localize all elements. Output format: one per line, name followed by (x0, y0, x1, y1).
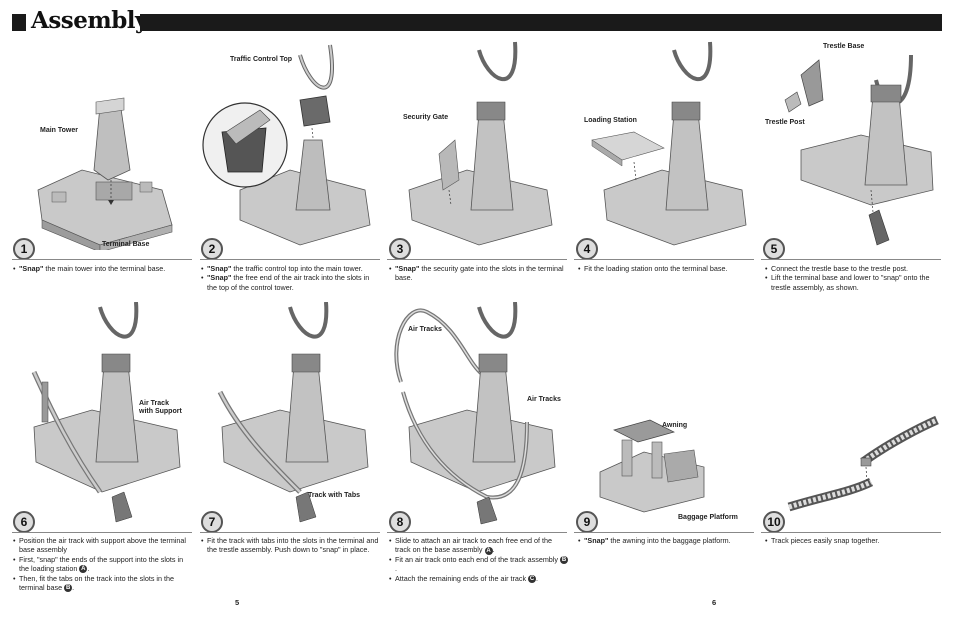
step-5-number: 5 (763, 238, 785, 260)
step-8-instruction-2: Fit an air track onto each end of the tr… (389, 555, 569, 574)
marker-a-2: A (484, 546, 493, 555)
step-2-divider (200, 259, 380, 260)
label-air-track: Air Track (139, 400, 169, 407)
label-with-support: with Support (139, 408, 182, 415)
label-air-tracks-left: Air Tracks (408, 326, 442, 333)
step-7: Track with Tabs 7 (200, 302, 382, 533)
step-3-illustration (387, 40, 569, 250)
step-8-number: 8 (389, 511, 411, 533)
step-10-divider (761, 532, 941, 533)
step-1-number: 1 (13, 238, 35, 260)
step-3-number: 3 (389, 238, 411, 260)
step-8: Air Tracks Air Tracks 8 (387, 302, 569, 533)
step-5-instructions: Connect the trestle base to the trestle … (765, 264, 943, 292)
header-left-bar (12, 14, 26, 31)
step-9-number: 9 (576, 511, 598, 533)
label-baggage-platform: Baggage Platform (678, 514, 738, 521)
step-9: Awning Baggage Platform 9 (574, 302, 756, 533)
label-traffic-control-top: Traffic Control Top (230, 56, 293, 63)
step-8-illustration (387, 302, 569, 527)
step-1-illustration (12, 40, 194, 250)
step-8-instructions: Slide to attach an air track to each fre… (389, 536, 569, 583)
step-7-instructions: Fit the track with tabs into the slots i… (201, 536, 381, 555)
step-3-instructions: "Snap" the security gate into the slots … (389, 264, 569, 283)
step-10: 10 (761, 302, 943, 533)
step-1-divider (12, 259, 192, 260)
step-6-instruction-1: Position the air track with support abov… (13, 536, 193, 555)
page-number-left: 5 (235, 598, 240, 607)
step-9-instructions: "Snap" the awning into the baggage platf… (578, 536, 758, 546)
step-4-divider (574, 259, 754, 260)
label-terminal-base: Terminal Base (102, 241, 150, 248)
step-4: Loading Station 4 (574, 40, 756, 260)
label-main-tower: Main Tower (40, 127, 78, 134)
step-8-instruction-3: Attach the remaining ends of the air tra… (389, 574, 569, 584)
step-10-illustration (761, 302, 943, 527)
step-4-illustration (574, 40, 756, 250)
step-6-instructions: Position the air track with support abov… (13, 536, 193, 593)
label-track-with-tabs: Track with Tabs (308, 492, 360, 499)
step-6-instruction-3: Then, fit the tabs on the track into the… (13, 574, 193, 593)
step-5-illustration (761, 40, 943, 250)
marker-a: A (79, 565, 88, 574)
step-6: Air Track with Support 6 (12, 302, 194, 533)
page-number-right: 6 (712, 598, 717, 607)
marker-c: C (528, 574, 537, 583)
step-7-number: 7 (201, 511, 223, 533)
step-10-number: 10 (763, 511, 785, 533)
step-6-illustration (12, 302, 194, 527)
label-loading-station: Loading Station (584, 117, 637, 124)
step-4-instruction-1: Fit the loading station onto the termina… (578, 264, 758, 274)
label-trestle-base: Trestle Base (823, 43, 865, 50)
step-8-instruction-1: Slide to attach an air track to each fre… (389, 536, 569, 555)
step-5: Trestle Base Trestle Post 5 (761, 40, 943, 260)
step-2-number: 2 (201, 238, 223, 260)
step-6-divider (12, 532, 192, 533)
step-5-instruction-2: Lift the terminal base and lower to "sna… (765, 273, 943, 292)
step-3-instruction-1: "Snap" the security gate into the slots … (389, 264, 569, 283)
step-7-illustration (200, 302, 382, 527)
step-9-divider (574, 532, 754, 533)
step-4-instructions: Fit the loading station onto the termina… (578, 264, 758, 274)
step-1: Main Tower Terminal Base 1 (12, 40, 194, 260)
step-6-instruction-2: First, "snap" the ends of the support in… (13, 555, 193, 574)
step-3-divider (387, 259, 567, 260)
step-5-instruction-1: Connect the trestle base to the trestle … (765, 264, 943, 274)
step-2-instruction-2: "Snap" the free end of the air track int… (201, 273, 381, 292)
step-10-instructions: Track pieces easily snap together. (765, 536, 943, 546)
step-2-illustration (200, 40, 382, 250)
step-7-divider (200, 532, 380, 533)
step-10-instruction-1: Track pieces easily snap together. (765, 536, 943, 546)
page-header: Assembly (12, 7, 942, 34)
step-1-instructions: "Snap" the main tower into the terminal … (13, 264, 193, 274)
label-air-tracks-right: Air Tracks (527, 396, 561, 403)
step-8-divider (387, 532, 567, 533)
step-9-instruction-1: "Snap" the awning into the baggage platf… (578, 536, 758, 546)
step-9-illustration (574, 302, 756, 527)
label-security-gate: Security Gate (403, 114, 449, 121)
step-2: Traffic Control Top 2 (200, 40, 382, 260)
step-1-instruction-1: "Snap" the main tower into the terminal … (13, 264, 193, 274)
step-6-number: 6 (13, 511, 35, 533)
step-2-instructions: "Snap" the traffic control top into the … (201, 264, 381, 292)
header-right-bar (140, 14, 942, 31)
step-3: Security Gate 3 (387, 40, 569, 260)
step-2-instruction-1: "Snap" the traffic control top into the … (201, 264, 381, 274)
label-awning: Awning (662, 422, 688, 429)
step-5-divider (761, 259, 941, 260)
step-7-instruction-1: Fit the track with tabs into the slots i… (201, 536, 381, 555)
marker-b-2: B (560, 555, 568, 564)
marker-b: B (64, 584, 73, 593)
page-title: Assembly (31, 7, 148, 34)
step-4-number: 4 (576, 238, 598, 260)
label-trestle-post: Trestle Post (765, 119, 805, 126)
